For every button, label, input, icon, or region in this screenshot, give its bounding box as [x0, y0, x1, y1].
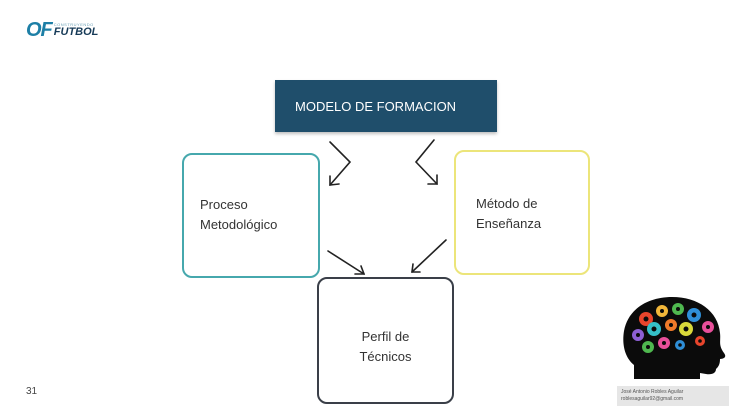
brain-gears-head-icon — [623, 297, 726, 379]
arrow-left-to-bottom — [327, 250, 365, 275]
proceso-metodologico-box: Proceso Metodológico — [182, 153, 320, 278]
author-name: José Antonio Robles Aguilar — [621, 389, 684, 395]
modelo-formacion-box: MODELO DE FORMACION — [275, 80, 497, 132]
brand-logo: OF CONSTRUYENDO FUTBOL — [26, 18, 98, 42]
author-credit: José Antonio Robles Aguilar roblesaguila… — [617, 386, 729, 406]
arrowhead-top-left — [329, 175, 340, 186]
metodo-label-line2: Enseñanza — [476, 216, 542, 231]
proceso-label-line1: Proceso — [200, 197, 248, 212]
logo-big-text: FUTBOL — [53, 25, 99, 38]
metodo-ensenanza-box: Método de Enseñanza — [454, 150, 590, 275]
page-number: 31 — [26, 386, 38, 397]
perfil-tecnicos-box: Perfil de Técnicos — [317, 277, 454, 404]
arrowhead-top-right — [427, 174, 438, 185]
logo-small-text: CONSTRUYENDO — [53, 21, 94, 27]
arrowhead-right-to-bottom — [411, 263, 421, 273]
logo-mark: OF — [26, 18, 53, 41]
gears-cluster — [632, 303, 714, 353]
arrowhead-left-to-bottom — [354, 265, 366, 275]
perfil-label-line2: Técnicos — [359, 349, 412, 364]
metodo-label-line1: Método de — [476, 196, 538, 211]
proceso-label-line2: Metodológico — [200, 217, 278, 232]
arrow-top-right — [414, 139, 438, 185]
perfil-label-line1: Perfil de — [361, 329, 410, 344]
modelo-formacion-label: MODELO DE FORMACION — [295, 98, 457, 114]
arrow-right-to-bottom — [411, 239, 447, 273]
arrow-top-left — [329, 141, 352, 186]
author-email: roblesaguilar92@gmail.com — [621, 396, 684, 402]
logo-text: CONSTRUYENDO FUTBOL — [53, 21, 99, 38]
